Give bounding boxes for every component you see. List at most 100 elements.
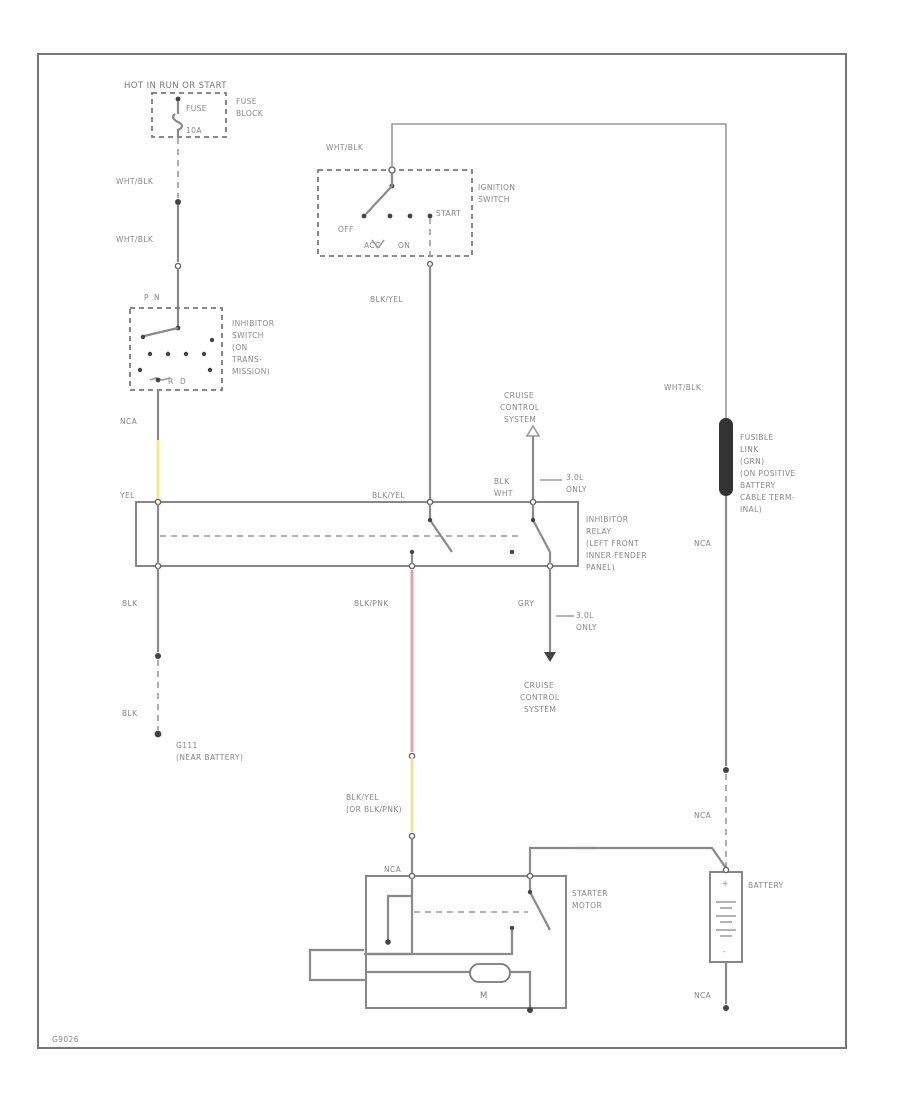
connector-battery-cable (723, 767, 729, 773)
fuse-block: HOT IN RUN OR START FUSE 10A FUSE BLOCK (124, 81, 264, 138)
starter-motor-symbol: M (480, 991, 488, 1001)
inhibitor-contact-8 (207, 367, 213, 373)
fuse-top-terminal (175, 96, 181, 102)
fuse-rating: 10A (186, 126, 202, 135)
wire-label-nca-battery-top: NCA (694, 811, 712, 820)
connector-wht-blk-1 (175, 199, 181, 205)
relay-switch-2-pivot (530, 517, 536, 523)
connector-inhibitor-in (174, 262, 182, 270)
ignition-switch-name-2: SWITCH (478, 195, 510, 204)
relay-switch-2-contact-nc (509, 549, 515, 555)
battery-name: BATTERY (748, 881, 784, 890)
relay-name-4: INNER FENDER (586, 551, 647, 560)
inhibitor-contact-4 (183, 351, 189, 357)
relay-name-3: (LEFT FRONT (586, 539, 639, 548)
fuse-element (171, 101, 184, 138)
starter-terminal-s (408, 872, 416, 880)
wire-label-blk-yel-or-pnk-1: BLK/YEL (346, 793, 379, 802)
starter-motor-feed (368, 930, 514, 956)
connector-blk-pnk (408, 752, 416, 760)
wire-ignition-to-fusible (391, 123, 727, 418)
inhibitor-pos-d: D (180, 377, 186, 386)
wire-battery-to-starter (528, 846, 727, 876)
fuse-block-name-2: BLOCK (236, 109, 264, 118)
wire-label-yel: YEL (119, 491, 135, 500)
ignition-pos-off: OFF (338, 225, 354, 234)
inhibitor-pos-r: R (168, 377, 174, 386)
wire-label-blk-pnk: BLK/PNK (354, 599, 389, 608)
fuse-label: FUSE (186, 104, 207, 113)
cruise-bottom-note-2: ONLY (576, 623, 597, 632)
ground-g111 (154, 730, 162, 738)
ignition-switch: OFF ACC ON START IGNITION SWITCH WHT/BLK (317, 143, 515, 257)
connector-starter-in (408, 832, 416, 840)
battery-cells (716, 901, 736, 937)
wire-label-blk-1: BLK (122, 599, 138, 608)
battery-minus: - (723, 947, 726, 956)
inhibitor-contact-1 (140, 334, 146, 340)
fuse-block-outline (151, 92, 227, 138)
starter-contact-arm (528, 878, 551, 931)
relay-name-5: PANEL) (586, 563, 615, 572)
inhibitor-contact-6 (209, 337, 215, 343)
starter-contact-pivot (527, 889, 533, 895)
wire-label-wht-blk-fusible: WHT/BLK (664, 383, 702, 392)
inhibitor-contact-arm (143, 326, 179, 338)
relay-term-start (426, 498, 434, 506)
battery-ground-terminal (723, 1005, 729, 1011)
ignition-pos-acc: ACC (364, 241, 381, 250)
ignition-pos-on: ON (398, 241, 410, 250)
inhibitor-switch-name-5: MISSION) (232, 367, 270, 376)
relay-switch-1-contact (409, 549, 415, 555)
fusible-link: WHT/BLK FUSIBLE LINK (GRN) (ON POSITIVE … (664, 383, 796, 514)
ignition-contact-acc (387, 213, 393, 219)
wire-label-wht-cruise: WHT (494, 489, 513, 498)
wire-label-nca-fusible: NCA (694, 539, 712, 548)
relay-term-cruise-bottom (546, 562, 554, 570)
starter-outline (365, 875, 567, 1009)
relay-term-yel (154, 498, 162, 506)
wire-label-blk-cruise: BLK (494, 477, 510, 486)
fusible-name-1: FUSIBLE (740, 433, 774, 442)
cruise-bottom-name-2: CONTROL (520, 693, 560, 702)
wire-label-blk-yel-or-pnk-2: (OR BLK/PNK) (346, 805, 402, 814)
ignition-switch-arm (365, 172, 394, 215)
ignition-contact-start (427, 213, 433, 219)
fusible-name-5: BATTERY (740, 481, 776, 490)
fusible-name-4: (ON POSITIVE (740, 469, 796, 478)
inhibitor-contact-5 (201, 351, 207, 357)
starter-ground-terminal (527, 1007, 533, 1013)
relay-name-2: RELAY (586, 527, 611, 536)
battery-positive-terminal (722, 866, 730, 874)
starter-motor-lead-2 (510, 970, 532, 1008)
cruise-bottom-name-1: CRUISE (524, 681, 554, 690)
wire-label-wht-blk-1: WHT/BLK (116, 177, 154, 186)
relay-switch-1-pivot (427, 517, 433, 523)
inhibitor-switch-name-4: TRANS- (231, 355, 262, 364)
relay-switch-2-arm (531, 504, 551, 553)
starter-name-2: MOTOR (572, 901, 602, 910)
inhibitor-pos-n: N (154, 293, 160, 302)
cruise-top-arrow (525, 424, 541, 437)
inhibitor-switch: P N R D INHIBITOR SWITCH (ON TRANS- MISS… (129, 293, 274, 391)
wire-label-blk-2: BLK (122, 709, 138, 718)
relay-term-blk (154, 562, 162, 570)
cruise-top-name-2: CONTROL (500, 403, 540, 412)
ground-name-2: (NEAR BATTERY) (176, 753, 243, 762)
battery: + - BATTERY NCA (694, 866, 784, 1011)
relay-name-1: INHIBITOR (586, 515, 628, 524)
connector-start-out (426, 260, 434, 268)
cruise-bottom-name-3: SYSTEM (524, 705, 556, 714)
battery-plus: + (722, 879, 729, 888)
starter-terminal-b (526, 872, 534, 880)
inhibitor-contact-7 (137, 367, 143, 373)
cruise-bottom-note-1: 3.0L (576, 611, 594, 620)
diagram-frame (37, 53, 847, 1049)
inhibitor-switch-outline (129, 307, 223, 391)
cruise-top-note-1: 3.0L (566, 473, 584, 482)
inhibitor-switch-name-1: INHIBITOR (232, 319, 274, 328)
inhibitor-relay-outline (135, 501, 579, 567)
fusible-name-6: CABLE TERM- (740, 493, 795, 502)
starter-name-1: STARTER (572, 889, 608, 898)
